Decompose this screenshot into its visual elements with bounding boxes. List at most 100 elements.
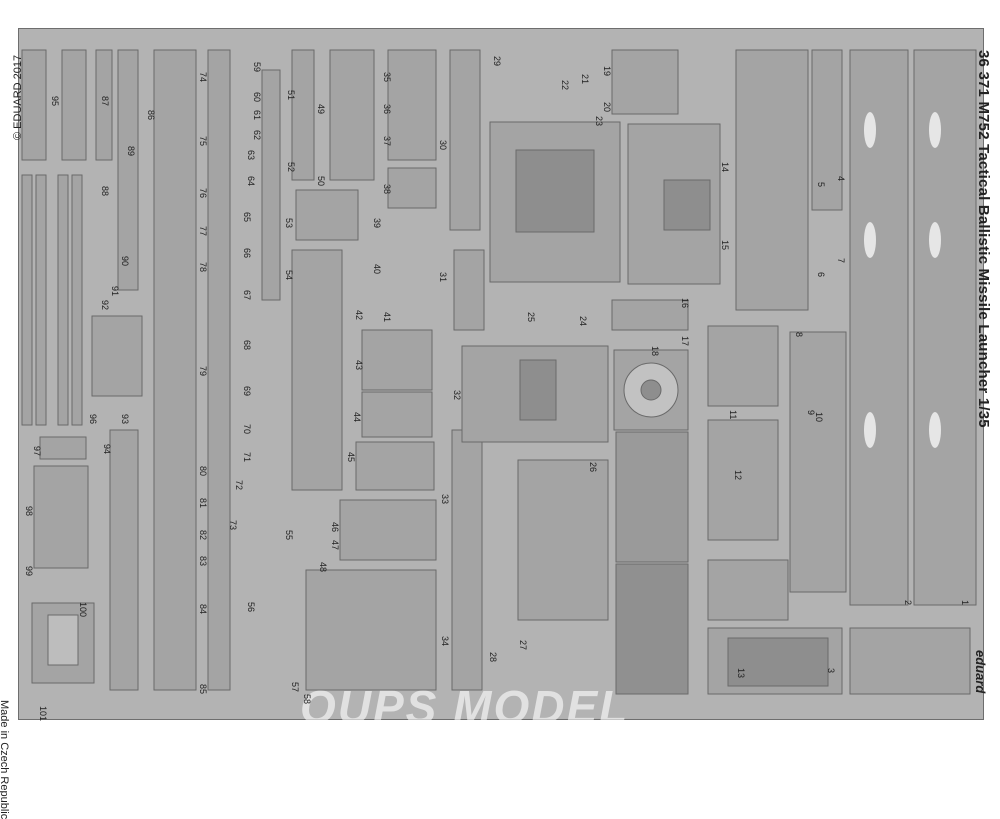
part-74-85-column xyxy=(207,49,231,691)
part-number-11: 11 xyxy=(728,410,738,419)
part-number-93: 93 xyxy=(120,414,130,424)
part-number-89: 89 xyxy=(126,146,136,156)
part-19-20 xyxy=(611,49,679,115)
part-number-5: 5 xyxy=(816,182,826,187)
part-59-67-column xyxy=(261,69,281,301)
slot-hole-5 xyxy=(929,222,941,258)
part-number-8: 8 xyxy=(794,332,804,337)
grille-mesh-upper xyxy=(615,431,689,563)
grille-mesh-lower xyxy=(615,563,689,695)
fret-parts-layer xyxy=(21,49,977,695)
part-3 xyxy=(849,627,971,695)
part-number-87: 87 xyxy=(100,96,110,106)
part-number-58: 58 xyxy=(302,694,312,704)
part-number-98: 98 xyxy=(24,506,34,516)
wheel-hub xyxy=(640,379,662,401)
part-number-85: 85 xyxy=(198,684,208,694)
long-strip-left-3 xyxy=(57,174,69,426)
part-number-92: 92 xyxy=(100,300,110,310)
part-number-44: 44 xyxy=(352,412,362,422)
part-32-inner xyxy=(519,359,557,421)
part-number-96: 96 xyxy=(88,414,98,424)
part-number-88: 88 xyxy=(100,186,110,196)
part-number-84: 84 xyxy=(198,604,208,614)
part-number-49: 49 xyxy=(316,104,326,114)
part-number-27: 27 xyxy=(518,640,528,650)
part-8-11 xyxy=(707,325,779,407)
part-46-47 xyxy=(339,499,437,561)
part-95-right xyxy=(61,49,87,161)
slot-hole-6 xyxy=(929,412,941,448)
part-number-69: 69 xyxy=(242,386,252,396)
part-98-99-block xyxy=(33,465,89,569)
part-number-59: 59 xyxy=(252,62,262,72)
part-number-38: 38 xyxy=(382,184,392,194)
long-strip-left-4 xyxy=(71,174,83,426)
part-number-80: 80 xyxy=(198,466,208,476)
part-15-inner xyxy=(663,179,711,231)
part-number-86: 86 xyxy=(146,110,156,120)
part-number-13: 13 xyxy=(736,668,746,678)
part-51-column xyxy=(291,49,315,181)
part-number-21: 21 xyxy=(580,74,590,84)
part-number-79: 79 xyxy=(198,366,208,376)
part-43 xyxy=(361,329,433,391)
part-number-55: 55 xyxy=(284,530,294,540)
part-number-4: 4 xyxy=(836,176,846,181)
part-number-47: 47 xyxy=(330,540,340,550)
part-number-17: 17 xyxy=(680,336,690,346)
part-number-41: 41 xyxy=(382,312,392,322)
part-number-100: 100 xyxy=(78,602,88,617)
part-number-46: 46 xyxy=(330,522,340,532)
part-number-19: 19 xyxy=(602,66,612,76)
part-number-97: 97 xyxy=(32,446,42,456)
slot-hole-2 xyxy=(864,222,876,258)
part-number-30: 30 xyxy=(438,140,448,150)
part-number-26: 26 xyxy=(588,462,598,472)
part-4-5-7 xyxy=(811,49,843,211)
part-number-82: 82 xyxy=(198,530,208,540)
part-number-10: 10 xyxy=(814,412,824,422)
part-87-89 xyxy=(95,49,113,161)
part-23-inner xyxy=(515,149,595,233)
part-30-column xyxy=(449,49,481,231)
part-92-93 xyxy=(91,315,143,397)
part-number-35: 35 xyxy=(382,72,392,82)
part-number-60: 60 xyxy=(252,92,262,102)
part-number-32: 32 xyxy=(452,390,462,400)
part-number-90: 90 xyxy=(120,256,130,266)
part-9-10 xyxy=(789,331,847,593)
part-number-22: 22 xyxy=(560,80,570,90)
part-number-3: 3 xyxy=(826,668,836,673)
part-number-68: 68 xyxy=(242,340,252,350)
part-12 xyxy=(707,419,779,541)
part-number-56: 56 xyxy=(246,602,256,612)
part-number-53: 53 xyxy=(284,218,294,228)
slot-hole-3 xyxy=(864,412,876,448)
part-number-67: 67 xyxy=(242,290,252,300)
part-number-95: 95 xyxy=(50,96,60,106)
part-86-small-column xyxy=(117,49,139,291)
part-number-71: 71 xyxy=(242,452,252,462)
part-31 xyxy=(453,249,485,331)
part-number-31: 31 xyxy=(438,272,448,282)
part-number-25: 25 xyxy=(526,312,536,322)
part-number-18: 18 xyxy=(650,346,660,356)
part-number-83: 83 xyxy=(198,556,208,566)
part-48-block xyxy=(305,569,437,691)
part-number-36: 36 xyxy=(382,104,392,114)
part-number-54: 54 xyxy=(284,270,294,280)
part-number-12: 12 xyxy=(733,470,743,480)
long-strip-left-1 xyxy=(21,174,33,426)
part-number-48: 48 xyxy=(318,562,328,572)
part-44 xyxy=(361,391,433,438)
part-number-52: 52 xyxy=(286,162,296,172)
part-number-40: 40 xyxy=(372,264,382,274)
part-35-37-block xyxy=(387,49,437,161)
part-number-70: 70 xyxy=(242,424,252,434)
part-33-34-column xyxy=(451,429,483,691)
part-94-column xyxy=(109,429,139,691)
part-number-37: 37 xyxy=(382,136,392,146)
part-number-94: 94 xyxy=(102,444,112,454)
part-number-29: 29 xyxy=(492,56,502,66)
